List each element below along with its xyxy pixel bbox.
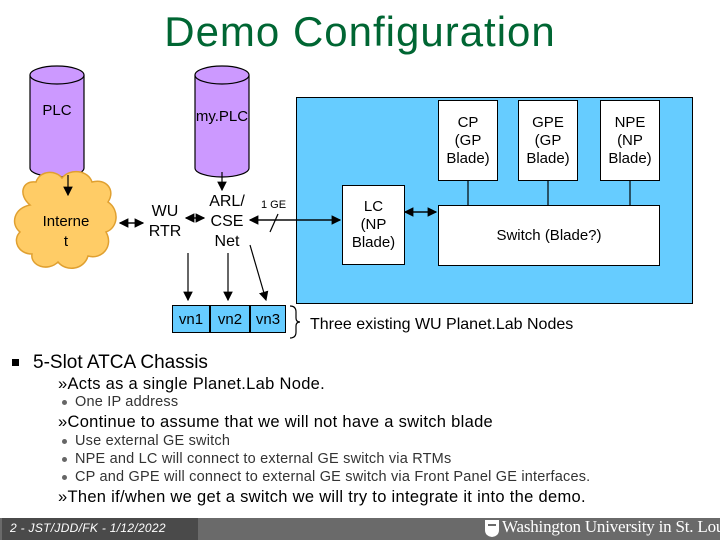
wu-rtr-label: WU RTR bbox=[148, 203, 182, 240]
sub-item-rtms-text: NPE and LC will connect to external GE s… bbox=[75, 451, 452, 467]
arl-cse-net-label: ARL/ CSE Net bbox=[209, 193, 245, 250]
vn2-node: vn2 bbox=[210, 305, 250, 333]
sub-item-front-panel-text: CP and GPE will connect to external GE s… bbox=[75, 469, 591, 485]
switch-blade: Switch (Blade?) bbox=[438, 205, 660, 266]
link-speed-label: 1 GE bbox=[261, 199, 287, 211]
dot-bullet-icon bbox=[62, 399, 67, 405]
myplc-database-icon bbox=[194, 65, 250, 178]
dot-bullet-icon bbox=[62, 438, 67, 444]
myplc-label: my.PLC bbox=[195, 108, 249, 125]
sub-item-ip-text: One IP address bbox=[75, 394, 179, 410]
plc-database-icon bbox=[29, 65, 85, 178]
sub-item-external-switch-text: Use external GE switch bbox=[75, 433, 231, 449]
dot-bullet-icon bbox=[62, 456, 67, 462]
university-logo-text: Washington University in St. Louis bbox=[502, 517, 720, 536]
vn1-node: vn1 bbox=[172, 305, 210, 333]
sub-bullet-no-switch: »Continue to assume that we will not hav… bbox=[58, 413, 494, 431]
sub-item-ip: One IP address bbox=[62, 394, 178, 410]
slide-title: Demo Configuration bbox=[164, 8, 556, 55]
gpe-blade: GPE (GP Blade) bbox=[518, 100, 578, 181]
sub-item-rtms: NPE and LC will connect to external GE s… bbox=[62, 451, 451, 467]
sub-item-front-panel: CP and GPE will connect to external GE s… bbox=[62, 469, 590, 485]
npe-blade: NPE (NP Blade) bbox=[600, 100, 660, 181]
footer-slide-info: 2 - JST/JDD/FK - 1/12/2022 bbox=[10, 521, 166, 535]
sub-bullet-integrate: »Then if/when we get a switch we will tr… bbox=[58, 488, 586, 506]
square-bullet-icon bbox=[12, 359, 19, 367]
internet-cloud-icon bbox=[13, 170, 117, 269]
internet-label-text: Interne t bbox=[42, 213, 90, 250]
sub-item-external-switch: Use external GE switch bbox=[62, 433, 230, 449]
vn3-node: vn3 bbox=[250, 305, 286, 333]
internet-label: Interne t bbox=[14, 212, 118, 252]
plc-label: PLC bbox=[42, 102, 72, 119]
university-shield-icon bbox=[485, 520, 499, 537]
lc-blade: LC (NP Blade) bbox=[342, 185, 405, 265]
bullet-chassis: 5-Slot ATCA Chassis bbox=[12, 352, 208, 374]
cp-blade: CP (GP Blade) bbox=[438, 100, 498, 181]
bullet-chassis-text: 5-Slot ATCA Chassis bbox=[33, 352, 208, 373]
footer-left-box bbox=[2, 518, 198, 540]
planetlab-nodes-label: Three existing WU Planet.Lab Nodes bbox=[310, 316, 574, 333]
dot-bullet-icon bbox=[62, 474, 67, 480]
sub-bullet-single-node: »Acts as a single Planet.Lab Node. bbox=[58, 375, 326, 393]
